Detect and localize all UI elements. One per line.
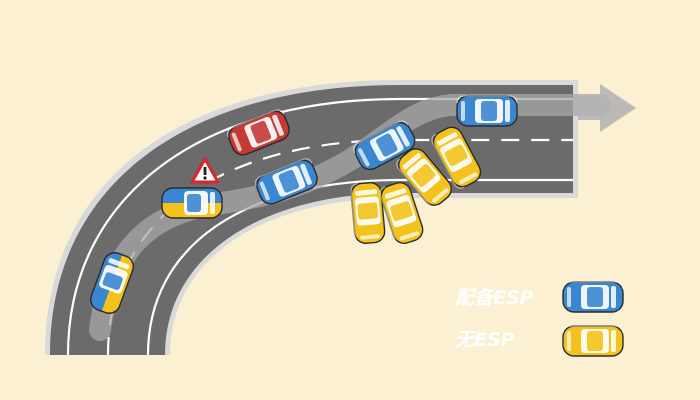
car-mixed-start bbox=[90, 252, 134, 314]
legend-esp-label: 配备ESP bbox=[455, 287, 534, 309]
lane-line-inner bbox=[146, 178, 573, 356]
car-mixed-warning bbox=[161, 187, 223, 219]
legend-esp-car bbox=[562, 281, 624, 313]
lane-line-outer bbox=[66, 97, 573, 356]
direction-arrow-icon bbox=[578, 84, 636, 132]
legend-no-esp-label: 无ESP bbox=[454, 329, 515, 351]
car-esp-3 bbox=[456, 95, 518, 127]
warning-triangle-icon bbox=[190, 157, 220, 184]
legend-no-esp-car bbox=[562, 325, 624, 357]
